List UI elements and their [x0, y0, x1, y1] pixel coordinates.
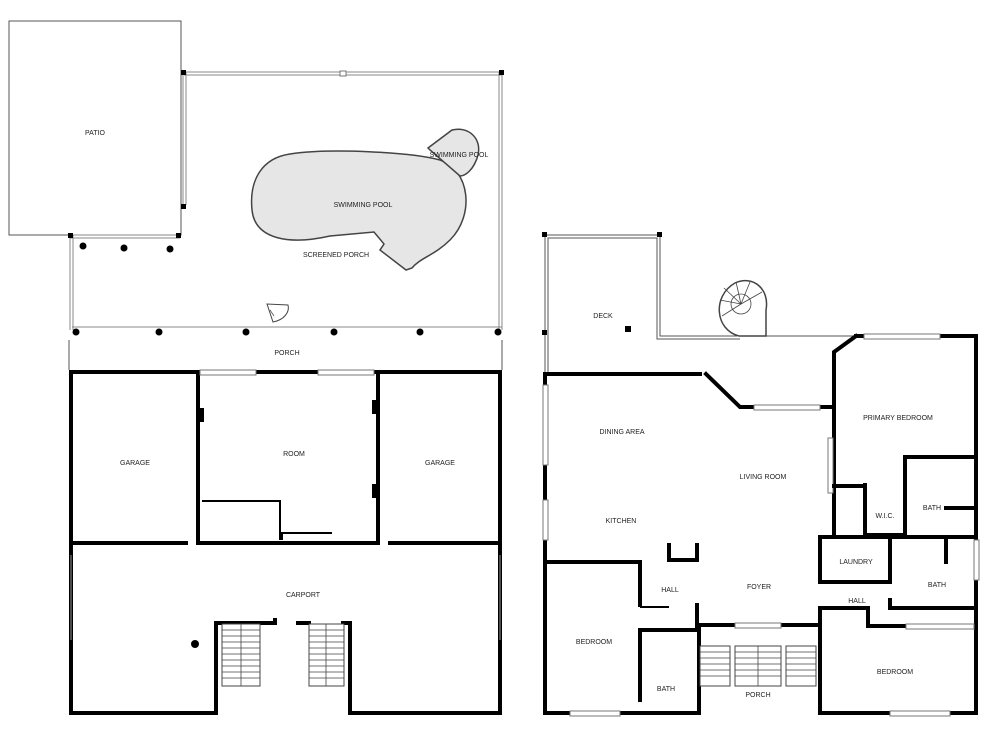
label-bath-mid: BATH: [928, 582, 946, 589]
upper-floor-plan: DECK DINING AREA KITCHEN LIVING ROOM PRI…: [542, 232, 980, 717]
label-swimming-pool-spa: SWIMMING POOL: [430, 152, 489, 159]
label-porch-lower: PORCH: [274, 350, 299, 357]
label-room: ROOM: [283, 451, 305, 458]
screened-porch-walls: [69, 70, 503, 330]
label-swimming-pool-main: SWIMMING POOL: [334, 202, 393, 209]
label-bedroom-right: BEDROOM: [877, 669, 913, 676]
label-kitchen: KITCHEN: [606, 518, 637, 525]
upper-building-walls: [542, 333, 980, 717]
porch-posts: [68, 70, 504, 336]
lower-building-walls: [69, 369, 502, 715]
label-laundry: LAUNDRY: [839, 559, 873, 566]
deck-spiral-stair: [718, 280, 768, 337]
label-bedroom-left: BEDROOM: [576, 639, 612, 646]
label-garage-right: GARAGE: [425, 460, 455, 467]
deck-railing: [542, 232, 855, 372]
spiral-step: [266, 303, 289, 323]
label-wic: W.I.C.: [875, 513, 894, 520]
label-hall-left: HALL: [661, 587, 679, 594]
label-porch-upper: PORCH: [745, 692, 770, 699]
label-carport: CARPORT: [286, 592, 321, 599]
label-bath-primary: BATH: [923, 505, 941, 512]
label-bath-bottom: BATH: [657, 686, 675, 693]
label-patio: PATIO: [85, 130, 106, 137]
label-screened-porch: SCREENED PORCH: [303, 252, 369, 259]
front-porch-stairs: [699, 645, 817, 687]
patio-outline: [8, 20, 182, 236]
carport-stairs: [221, 623, 345, 687]
swimming-pool-main: [250, 150, 467, 271]
label-garage-left: GARAGE: [120, 460, 150, 467]
label-dining-area: DINING AREA: [599, 429, 644, 436]
label-living-room: LIVING ROOM: [740, 474, 787, 481]
label-foyer: FOYER: [747, 584, 771, 591]
label-deck: DECK: [593, 313, 613, 320]
label-hall-right: HALL: [848, 598, 866, 605]
label-primary-bedroom: PRIMARY BEDROOM: [863, 415, 933, 422]
swimming-pool-spa: [426, 128, 480, 177]
stair-treads: [222, 629, 344, 679]
lower-floor-plan: PATIO SWIMMING POOL SWIMMING POOL SCREEN…: [8, 20, 504, 715]
